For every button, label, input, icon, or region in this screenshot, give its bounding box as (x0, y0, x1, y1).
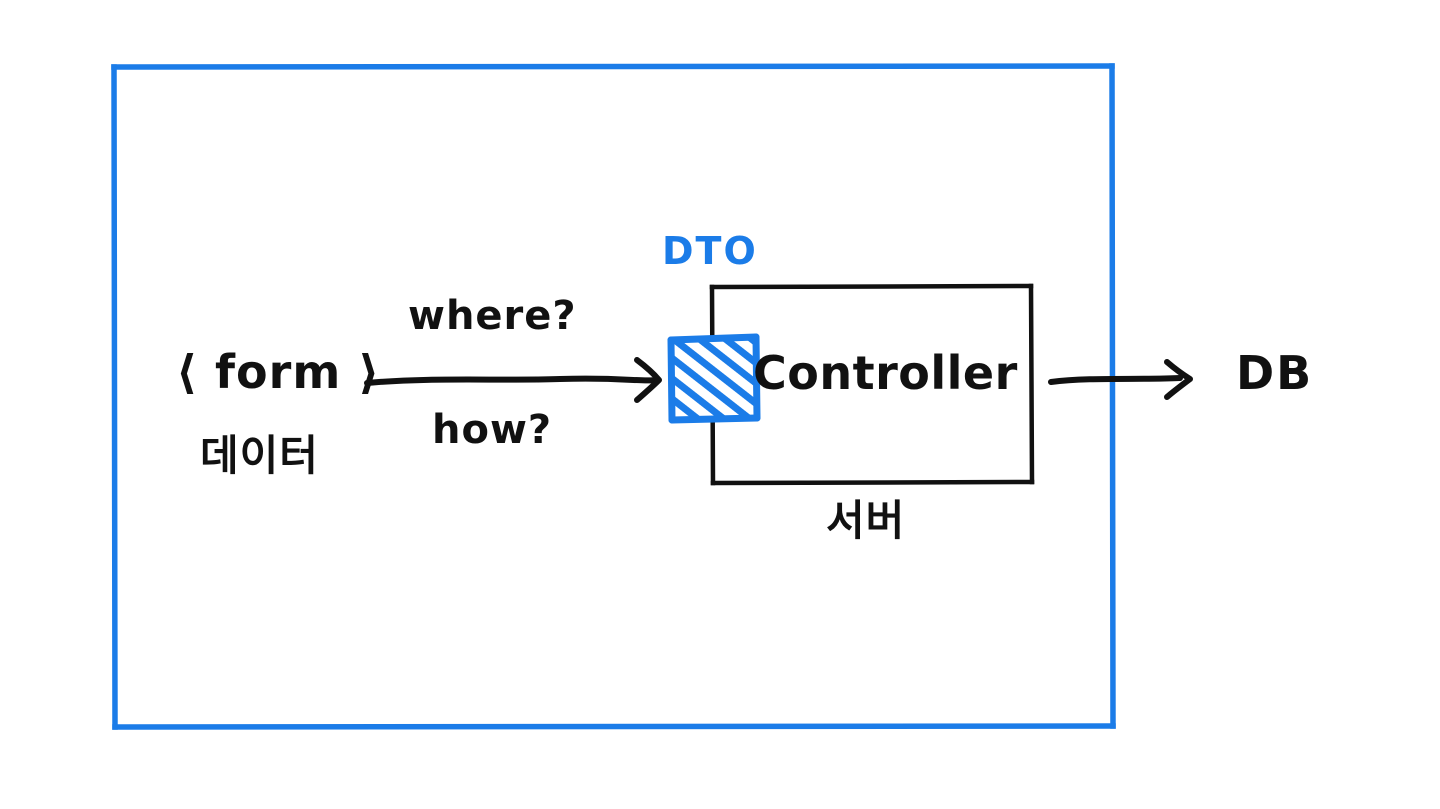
where-question-label: where? (408, 293, 577, 339)
how-question-label: how? (432, 407, 553, 453)
db-label: DB (1236, 346, 1314, 400)
server-label: 서버 (826, 496, 906, 545)
form-data-label: 데이터 (200, 431, 319, 480)
form-to-controller-arrow (364, 357, 662, 403)
dto-label: DTO (662, 229, 758, 273)
controller-label: Controller (753, 346, 1018, 400)
form-label: ⟨ form ⟩ (176, 345, 381, 399)
dto-hatched-block (667, 333, 761, 424)
controller-box (709, 283, 1035, 486)
controller-to-db-arrow (1048, 359, 1193, 400)
outer-blue-frame (111, 63, 1116, 730)
